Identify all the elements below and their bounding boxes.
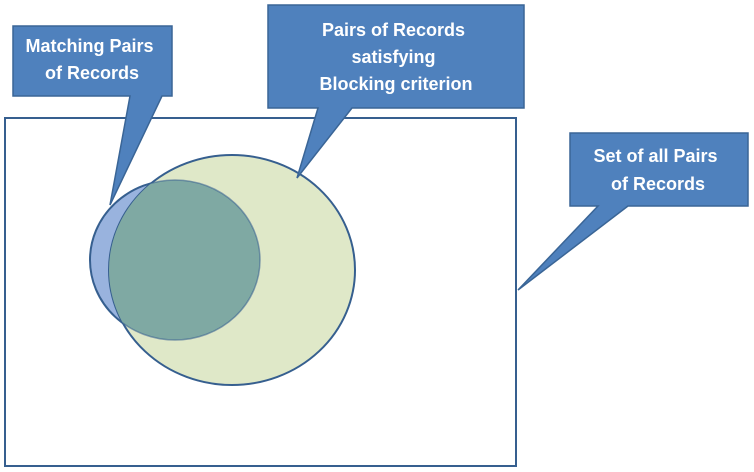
all-pairs-label-line-2: of Records [611, 174, 705, 194]
blocking-pairs-callout: Pairs of Records satisfying Blocking cri… [267, 4, 525, 179]
all-pairs-callout: Set of all Pairs of Records [517, 132, 749, 291]
matching-pairs-callout-shape [12, 25, 173, 206]
blocking-pairs-label-line-3: Blocking criterion [319, 74, 472, 94]
blocking-pairs-label: Pairs of Records satisfying Blocking cri… [319, 20, 472, 94]
all-pairs-label: Set of all Pairs of Records [593, 146, 722, 194]
matching-pairs-label-line-2: of Records [45, 63, 139, 83]
blocking-pairs-label-line-1: Pairs of Records [322, 20, 465, 40]
matching-pairs-callout: Matching Pairs of Records [12, 25, 173, 206]
all-pairs-callout-shape [517, 132, 749, 291]
overlap-outline [109, 179, 261, 341]
blocking-pairs-label-line-2: satisfying [351, 47, 435, 67]
all-pairs-label-line-1: Set of all Pairs [593, 146, 717, 166]
matching-pairs-label-line-1: Matching Pairs [25, 36, 153, 56]
blocking-pairs-callout-shape [267, 4, 525, 179]
overlap-region [109, 180, 260, 340]
matching-pairs-label: Matching Pairs of Records [25, 36, 158, 83]
